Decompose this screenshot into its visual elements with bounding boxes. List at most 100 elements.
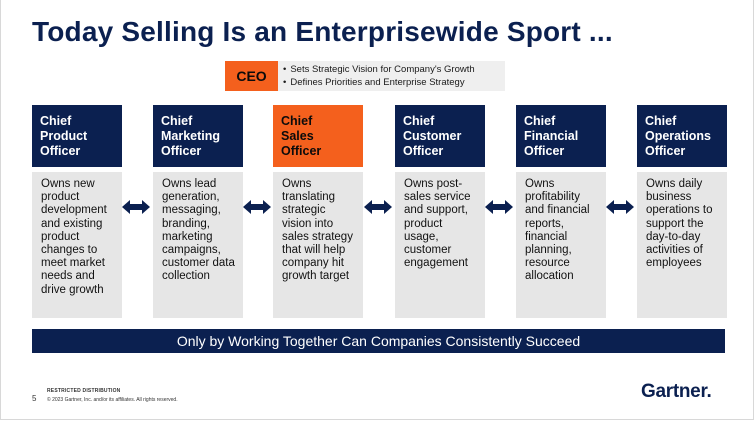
role-description-line: usage,	[404, 230, 439, 243]
copyright: © 2023 Gartner, Inc. and/or its affiliat…	[47, 397, 178, 403]
role-description-line: Owns daily	[646, 178, 703, 190]
double-arrow-icon	[485, 199, 513, 215]
role-description-line: strategic	[282, 204, 326, 217]
role-description-line: and financial	[525, 204, 590, 217]
role-description-line: campaigns,	[162, 244, 221, 257]
role-description-line: allocation	[525, 270, 574, 283]
role-description-line: and support,	[404, 204, 468, 217]
role-description-line: vision into	[282, 217, 334, 230]
role-description-line: translating	[282, 191, 336, 204]
role-description-line: generation,	[162, 191, 220, 204]
role-title-line: Officer	[524, 144, 565, 158]
ceo-bullet: Sets Strategic Vision for Company's Grow…	[283, 63, 474, 76]
role-title-line: Chief	[281, 114, 313, 128]
role-description-line: product	[41, 191, 80, 204]
slide-title: Today Selling Is an Enterprisewide Sport…	[32, 16, 613, 47]
role-description-line: messaging,	[162, 204, 221, 217]
role-title-line: Operations	[645, 129, 711, 143]
role-description-line: product	[41, 230, 80, 243]
role-title-line: Chief	[524, 114, 556, 128]
role-title-line: Customer	[403, 129, 462, 143]
role-description-line: drive growth	[41, 283, 104, 296]
role-title-line: Officer	[403, 144, 444, 158]
page-number: 5	[32, 394, 37, 403]
role-description-line: day-to-day	[646, 230, 701, 243]
role-description-line: employees	[646, 257, 702, 270]
double-arrow-icon	[606, 199, 634, 215]
role-description-line: sales strategy	[282, 230, 353, 243]
role-description-line: business	[646, 191, 692, 204]
double-arrow-icon	[364, 199, 392, 215]
role-description-line: Owns	[282, 178, 312, 190]
role-description-line: Owns lead	[162, 178, 217, 190]
restricted-label: RESTRICTED DISTRIBUTION	[47, 388, 121, 394]
ceo-bullet: Defines Priorities and Enterprise Strate…	[283, 76, 475, 89]
role-title-line: Sales	[281, 129, 314, 143]
bottom-banner: Only by Working Together Can Companies C…	[32, 329, 725, 353]
logo-dot: .	[706, 381, 712, 402]
double-arrow-icon	[243, 199, 271, 215]
role-title-line: Officer	[645, 144, 686, 158]
role-title-line: Chief	[645, 114, 677, 128]
role-description-line: resource	[525, 257, 570, 270]
role-description-line: branding,	[162, 217, 210, 230]
role-description-line: operations to	[646, 204, 713, 217]
role-description-line: collection	[162, 270, 210, 283]
role-description-line: engagement	[404, 257, 468, 270]
role-title-line: Officer	[40, 144, 81, 158]
role-description-line: product	[404, 217, 443, 230]
double-arrow-icon	[122, 199, 150, 215]
role-description-line: sales service	[404, 191, 471, 204]
role-title-line: Financial	[524, 129, 579, 143]
role-description-line: company hit	[282, 257, 345, 270]
ceo-box: CEO Sets Strategic Vision for Company's …	[225, 61, 505, 91]
role-title-line: Officer	[161, 144, 202, 158]
role-description-line: needs and	[41, 270, 95, 283]
role-title-line: Officer	[281, 144, 322, 158]
role-title-line: Chief	[161, 114, 193, 128]
role-description-line: Owns post-	[404, 178, 463, 190]
ceo-label: CEO	[225, 61, 278, 91]
role-title-line: Marketing	[161, 129, 221, 143]
role-description-line: Owns new	[41, 178, 95, 190]
role-description-line: support the	[646, 217, 704, 230]
role-description-line: changes to	[41, 244, 98, 257]
role-description-line: and existing	[41, 217, 103, 230]
role-description-line: profitability	[525, 191, 580, 204]
gartner-logo: Gartner.	[641, 381, 712, 403]
role-description-line: growth target	[282, 270, 350, 283]
role-description-line: marketing	[162, 230, 213, 243]
logo-text: Gartner	[641, 381, 707, 402]
role-description-line: planning,	[525, 244, 572, 257]
role-description-line: that will help	[282, 244, 346, 257]
role-description-line: reports,	[525, 217, 564, 230]
role-description-line: customer	[404, 244, 452, 257]
ceo-bullets: Sets Strategic Vision for Company's Grow…	[283, 63, 475, 89]
role-description-line: Owns	[525, 178, 555, 190]
role-description-line: financial	[525, 230, 568, 243]
role-title-line: Chief	[40, 114, 72, 128]
role-title-line: Chief	[403, 114, 435, 128]
role-title-line: Product	[40, 129, 88, 143]
role-description-line: customer data	[162, 257, 235, 270]
role-description-line: development	[41, 204, 107, 217]
role-description-line: meet market	[41, 257, 105, 270]
